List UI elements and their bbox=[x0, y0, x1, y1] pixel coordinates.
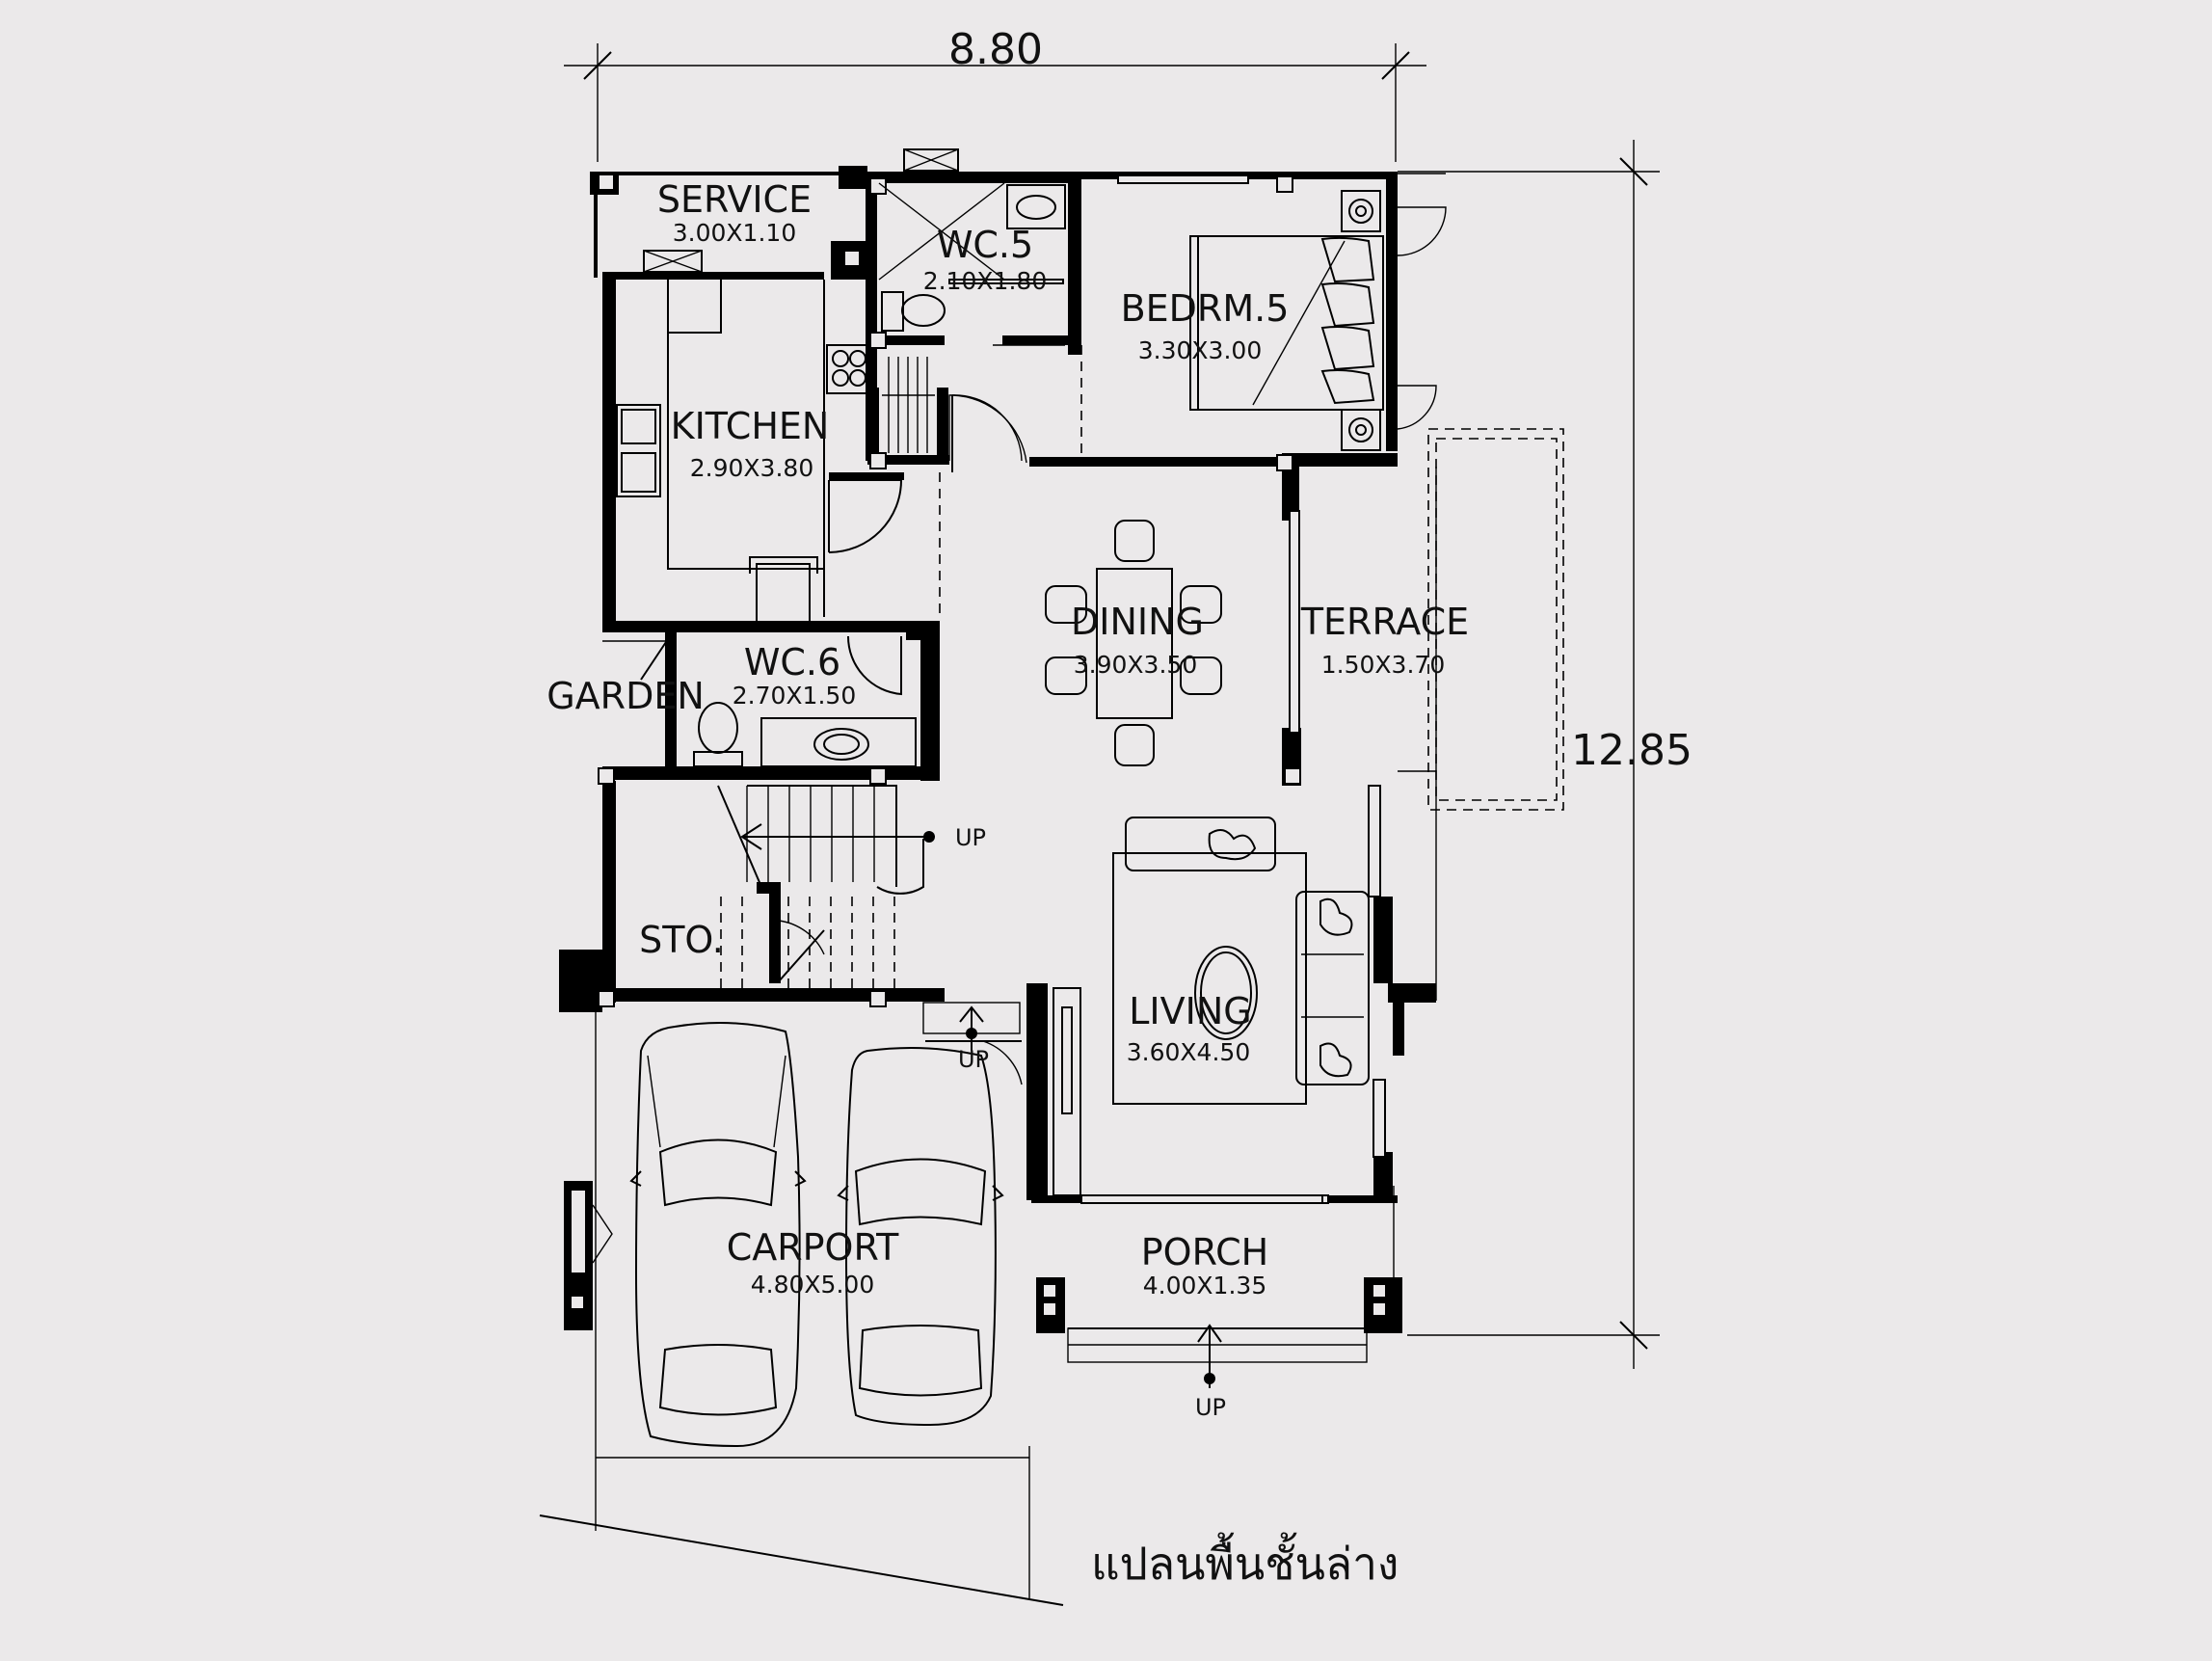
terrace-size: 1.50X3.70 bbox=[1321, 651, 1445, 679]
carport-step bbox=[922, 1002, 1021, 1051]
doors bbox=[592, 206, 1447, 1264]
depth-dimension: 12.85 bbox=[1571, 726, 1692, 775]
wc6-label: WC.6 bbox=[744, 641, 840, 683]
porch-size: 4.00X1.35 bbox=[1143, 1272, 1266, 1299]
kitchen-label: KITCHEN bbox=[671, 405, 830, 447]
bedroom5-label: BEDRM.5 bbox=[1121, 287, 1290, 330]
car-right bbox=[837, 1046, 1004, 1427]
site-lines bbox=[539, 173, 1446, 1606]
wc5-label: WC.5 bbox=[937, 224, 1033, 266]
car-left bbox=[629, 1022, 807, 1448]
plan-title: แปลนพื้นชั้นล่าง bbox=[1091, 1532, 1399, 1590]
service-size: 3.00X1.10 bbox=[673, 219, 796, 247]
wc5-size: 2.10X1.80 bbox=[923, 267, 1047, 295]
dining-label: DINING bbox=[1071, 601, 1204, 643]
dining-table bbox=[939, 472, 1222, 766]
dining-size: 3.90X3.50 bbox=[1074, 651, 1197, 679]
stair-up-label: UP bbox=[955, 824, 986, 851]
carport-step-up-label: UP bbox=[958, 1046, 989, 1073]
windows bbox=[643, 148, 1386, 1204]
porch-steps bbox=[1067, 1324, 1368, 1388]
storage-label: STO. bbox=[639, 919, 724, 961]
service-label: SERVICE bbox=[657, 178, 812, 221]
living-size: 3.60X4.50 bbox=[1127, 1038, 1250, 1066]
porch-label: PORCH bbox=[1141, 1231, 1268, 1273]
dimension-depth bbox=[1398, 140, 1660, 1369]
garden-label: GARDEN bbox=[546, 675, 705, 717]
carport-label: CARPORT bbox=[727, 1226, 899, 1269]
dimension-width bbox=[564, 43, 1426, 162]
wc6-size: 2.70X1.50 bbox=[733, 682, 856, 710]
porch-step-up-label: UP bbox=[1195, 1394, 1226, 1421]
kitchen-size: 2.90X3.80 bbox=[690, 454, 813, 482]
terrace-deck bbox=[1398, 428, 1564, 1001]
walls bbox=[559, 166, 1436, 1333]
bedroom5-size: 3.30X3.00 bbox=[1138, 336, 1262, 364]
width-dimension: 8.80 bbox=[948, 25, 1043, 74]
staircase bbox=[717, 785, 935, 988]
kitchen-fixtures bbox=[616, 280, 935, 623]
columns bbox=[598, 174, 1301, 1007]
living-label: LIVING bbox=[1129, 990, 1251, 1032]
labels: 8.80 12.85 SERVICE 3.00X1.10 WC.5 2.10X1… bbox=[546, 25, 1692, 1590]
wc5-fixtures bbox=[878, 182, 1066, 332]
living-furniture bbox=[1112, 817, 1370, 1105]
terrace-label: TERRACE bbox=[1300, 601, 1469, 643]
wc6-fixtures bbox=[602, 640, 917, 767]
bed bbox=[1080, 190, 1384, 453]
carport-size: 4.80X5.00 bbox=[751, 1271, 874, 1299]
